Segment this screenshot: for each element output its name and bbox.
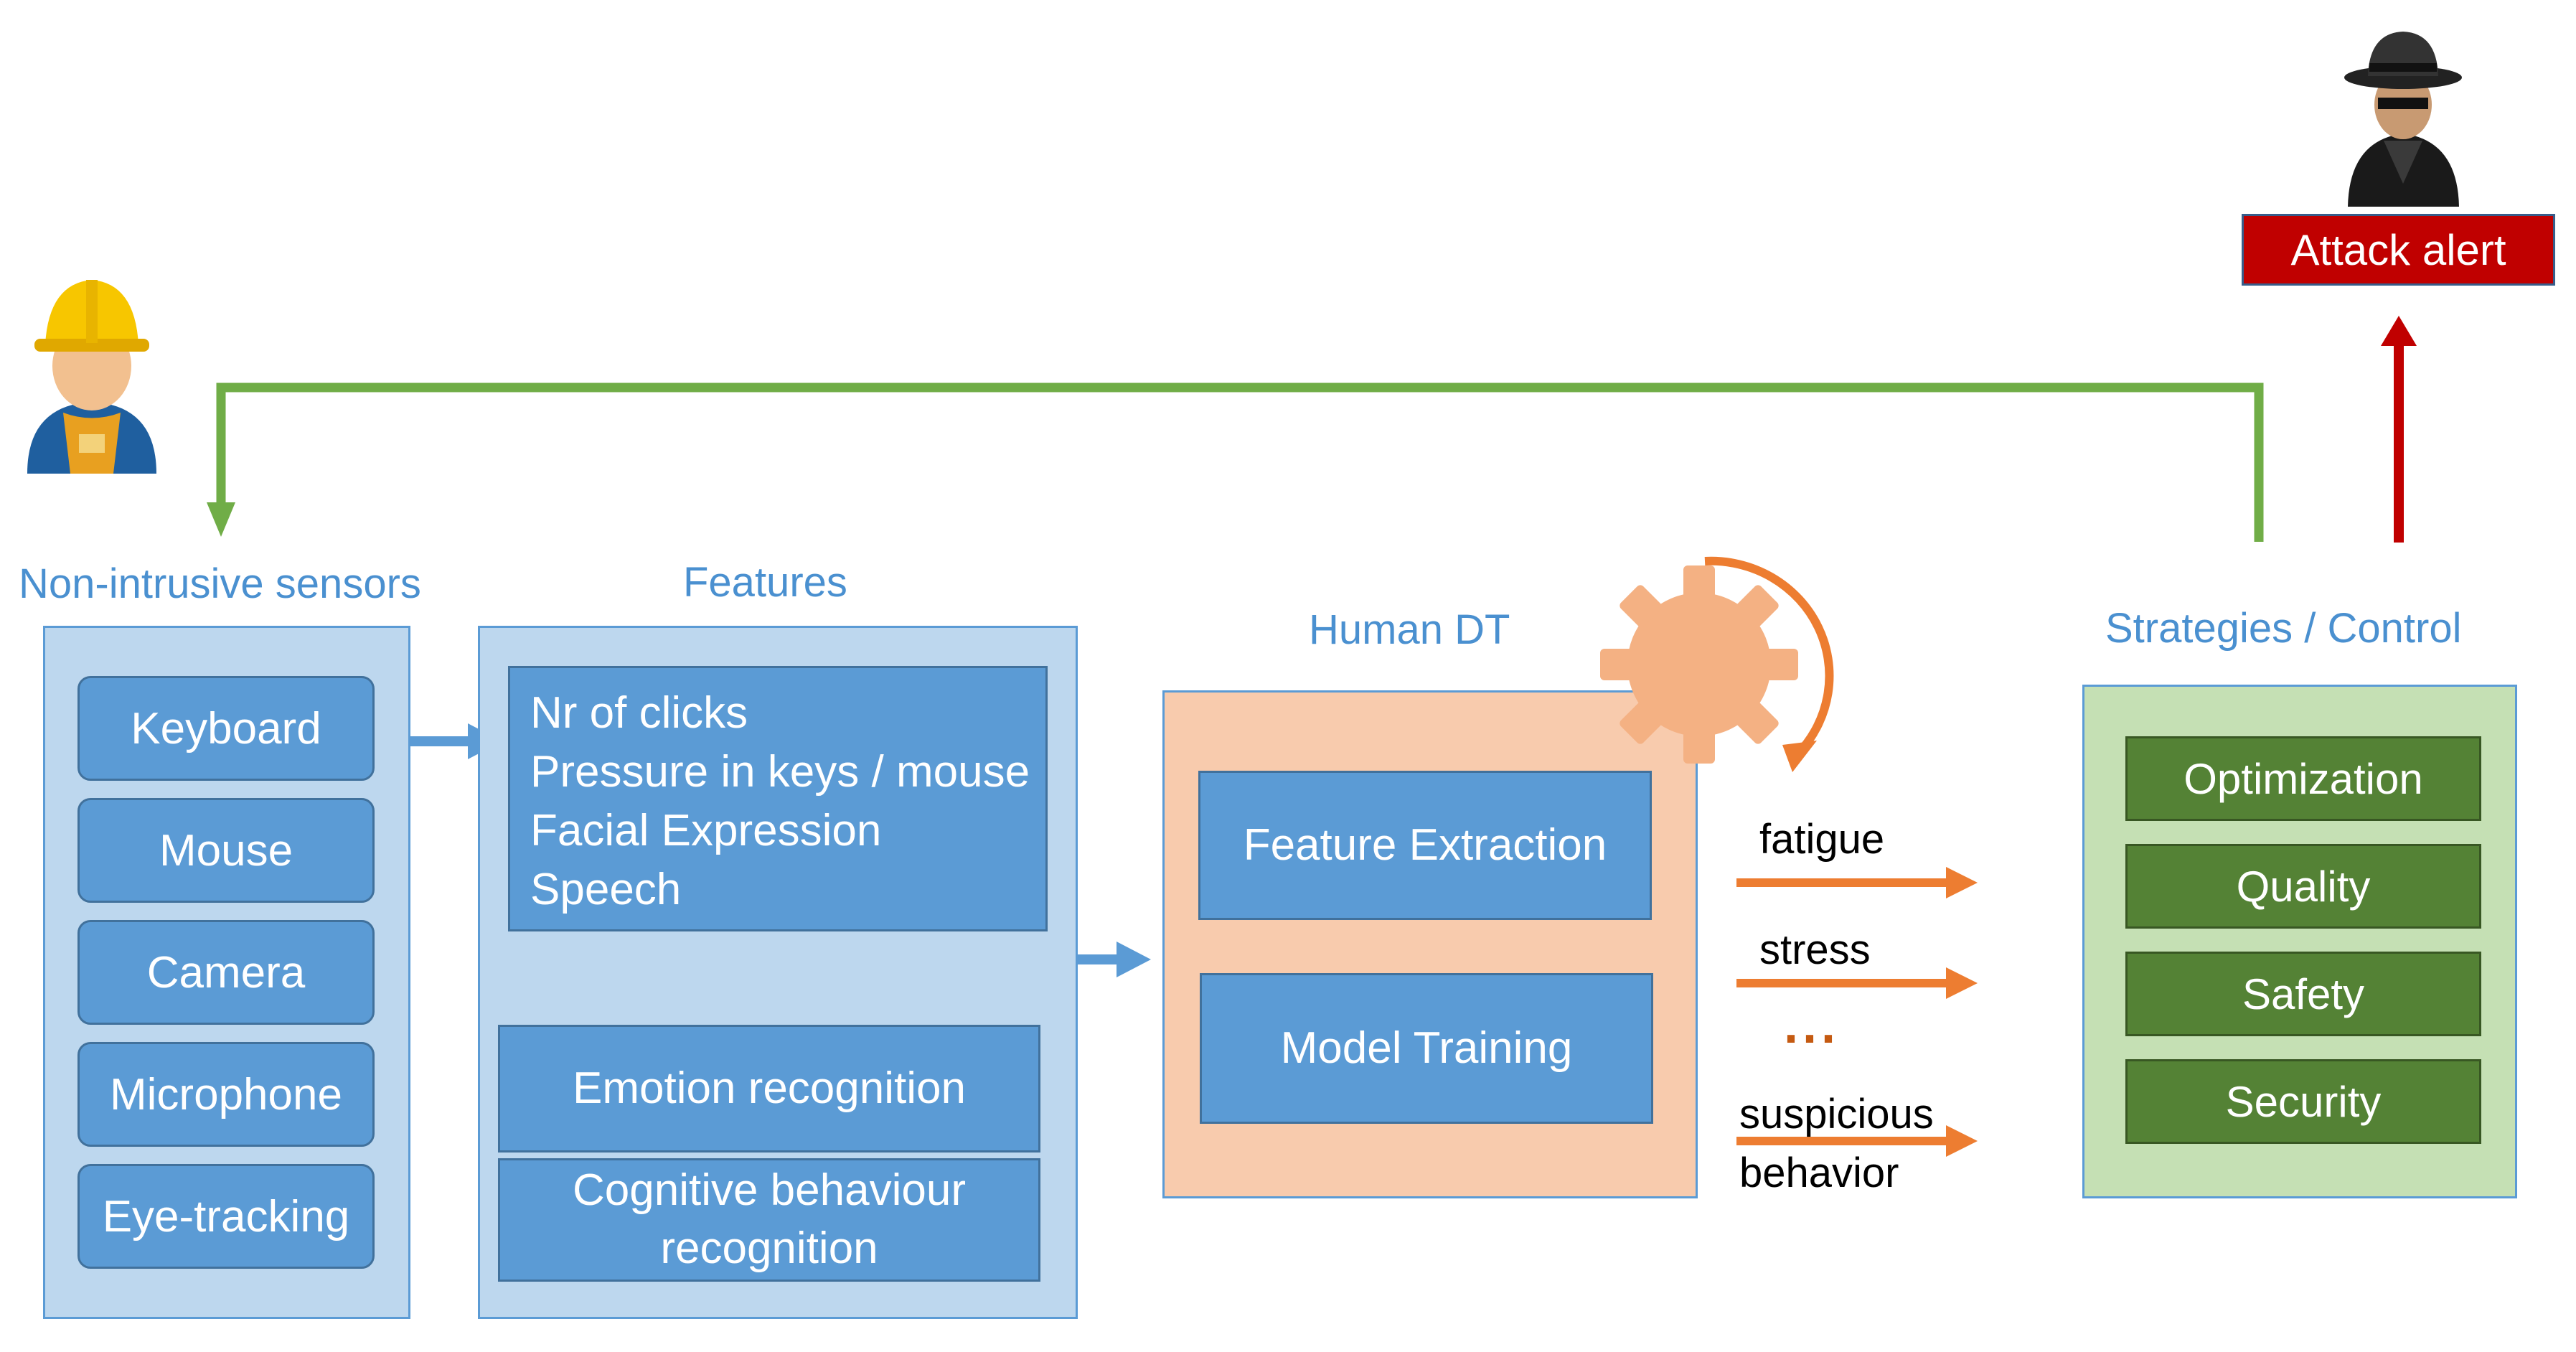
output-ellipsis: ... bbox=[1784, 997, 1841, 1054]
feedback-arrowhead bbox=[207, 502, 235, 537]
fatigue-arrowhead bbox=[1946, 867, 1978, 898]
feature-extraction-box: Feature Extraction bbox=[1198, 771, 1652, 920]
output-fatigue-label: fatigue bbox=[1759, 816, 1885, 863]
sensor-microphone: Microphone bbox=[77, 1042, 375, 1147]
strategy-safety: Safety bbox=[2125, 952, 2481, 1036]
output-suspicious-label: suspicious behavior bbox=[1739, 1085, 1934, 1203]
sensor-eye-tracking: Eye-tracking bbox=[77, 1164, 375, 1269]
suspicious-arrow-shaft bbox=[1736, 1137, 1952, 1145]
stress-arrow-shaft bbox=[1736, 979, 1952, 987]
suspicious-arrowhead bbox=[1946, 1125, 1978, 1157]
cognitive-behaviour-line2: recognition bbox=[660, 1224, 878, 1273]
sensor-camera: Camera bbox=[77, 920, 375, 1025]
stress-arrowhead bbox=[1946, 967, 1978, 999]
cognitive-behaviour-box: Cognitive behaviour recognition bbox=[498, 1158, 1040, 1282]
alert-arrow-shaft bbox=[2394, 343, 2404, 543]
feature-list-box: Nr of clicks Pressure in keys / mouse Fa… bbox=[508, 666, 1048, 931]
human-dt-title: Human DT bbox=[1309, 606, 1510, 653]
worker-icon bbox=[27, 280, 156, 474]
features-to-dt-arrowhead bbox=[1117, 942, 1151, 977]
emotion-recognition-box: Emotion recognition bbox=[498, 1025, 1040, 1153]
attack-alert-box: Attack alert bbox=[2242, 214, 2555, 286]
alert-arrowhead bbox=[2381, 316, 2417, 346]
feature-list-item: Facial Expression bbox=[530, 806, 882, 855]
feature-list-item: Nr of clicks bbox=[530, 688, 748, 738]
strategy-quality: Quality bbox=[2125, 844, 2481, 929]
sensors-to-features-arrow-shaft bbox=[410, 736, 471, 746]
feature-list-item: Speech bbox=[530, 865, 682, 914]
strategies-title: Strategies / Control bbox=[2105, 605, 2462, 652]
fatigue-arrow-shaft bbox=[1736, 878, 1952, 887]
strategy-security: Security bbox=[2125, 1059, 2481, 1144]
output-stress-label: stress bbox=[1759, 926, 1871, 973]
sensors-title: Non-intrusive sensors bbox=[19, 560, 421, 607]
model-training-box: Model Training bbox=[1200, 973, 1653, 1124]
sensor-mouse: Mouse bbox=[77, 798, 375, 903]
sensor-keyboard: Keyboard bbox=[77, 676, 375, 781]
features-to-dt-arrow-shaft bbox=[1078, 954, 1119, 964]
feedback-loop-line bbox=[216, 382, 2264, 542]
gear-icon bbox=[1600, 556, 1834, 772]
output-suspicious-line1: suspicious bbox=[1739, 1091, 1934, 1137]
features-title: Features bbox=[683, 559, 847, 606]
strategy-optimization: Optimization bbox=[2125, 736, 2481, 821]
cognitive-behaviour-line1: Cognitive behaviour bbox=[572, 1165, 966, 1216]
attacker-icon bbox=[2344, 32, 2462, 207]
feature-list-item: Pressure in keys / mouse bbox=[530, 747, 1030, 797]
output-suspicious-line2: behavior bbox=[1739, 1150, 1899, 1196]
